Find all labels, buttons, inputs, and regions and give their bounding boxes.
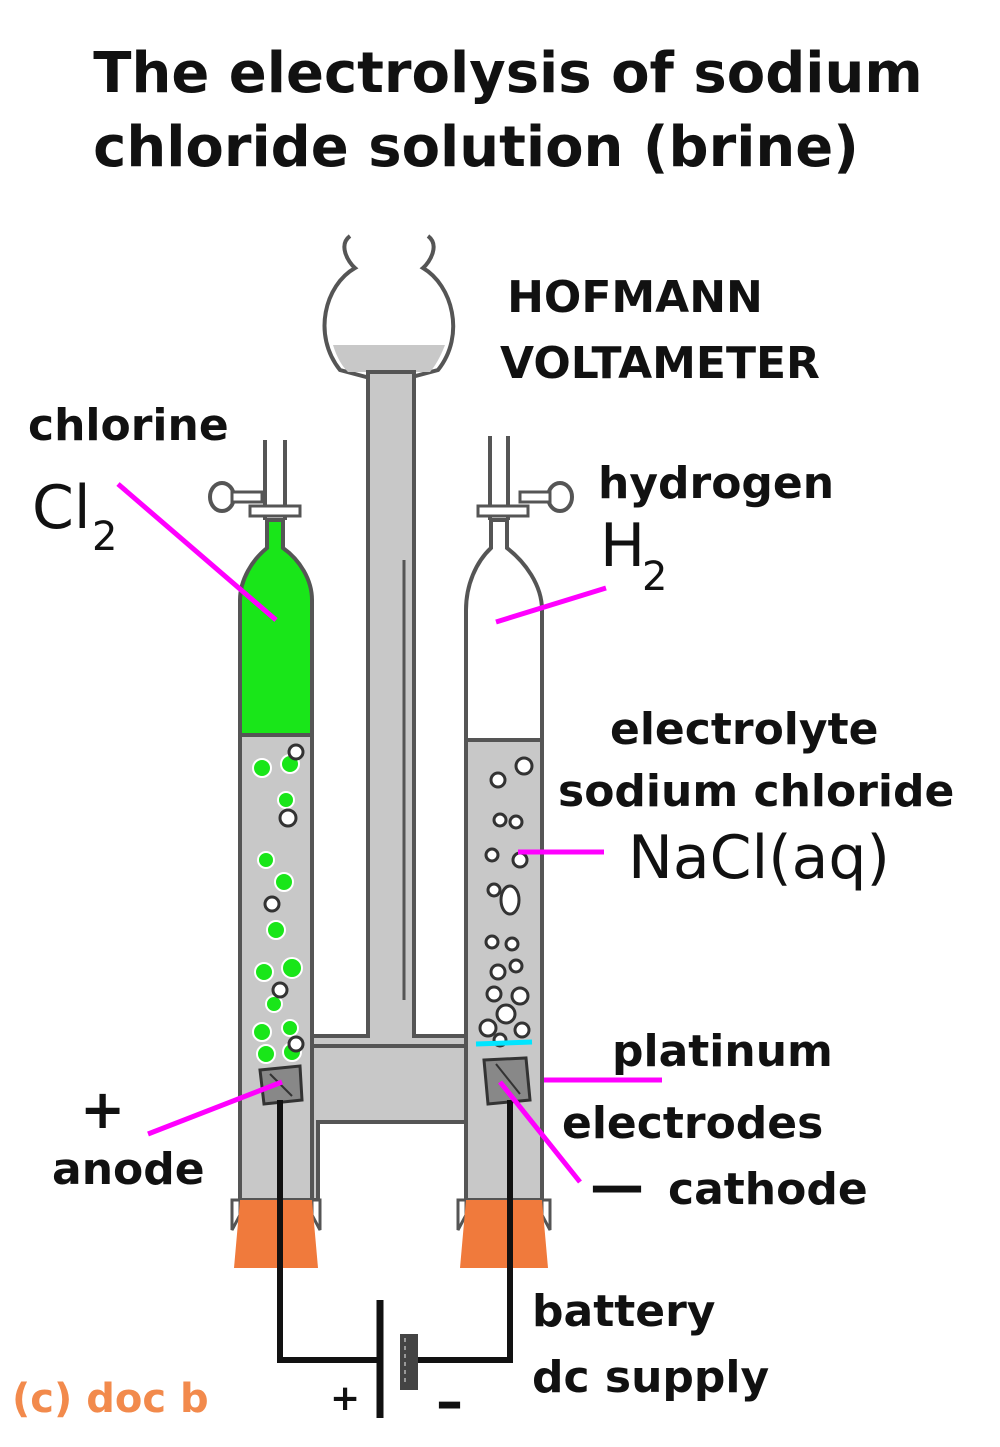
cathode-pointer <box>498 1080 582 1184</box>
hydrogen-pointer <box>495 585 607 625</box>
hydrogen-label: hydrogen <box>598 458 834 509</box>
nacl-formula: NaCl(aq) <box>628 823 890 893</box>
battery-plus-sign: + <box>330 1378 360 1419</box>
dc-supply-label: dc supply <box>532 1352 769 1403</box>
reservoir-bulb <box>322 234 456 380</box>
right-stopcock <box>476 481 574 518</box>
title-line-2: chloride solution (brine) <box>93 115 859 180</box>
left-tube <box>208 440 322 1268</box>
electrodes-label: electrodes <box>562 1098 823 1149</box>
cathode-label: cathode <box>668 1164 868 1215</box>
anode-label: anode <box>52 1144 205 1195</box>
hydrogen-bubbles <box>478 756 534 1048</box>
pointer-lines <box>116 482 662 1184</box>
platinum-label: platinum <box>612 1026 833 1077</box>
chlorine-formula-subscript: 2 <box>92 514 117 560</box>
title-line-1: The electrolysis of sodium <box>93 41 922 106</box>
apparatus-label-line-1: HOFMANN <box>507 272 763 323</box>
sodium-chloride-label: sodium chloride <box>558 766 954 817</box>
chlorine-formula: Cl <box>32 473 91 543</box>
left-stopper <box>234 1200 318 1268</box>
anode-pointer <box>147 1079 283 1137</box>
chlorine-label: chlorine <box>28 400 229 451</box>
copyright-text: (c) doc b <box>12 1376 209 1422</box>
circuit-wires <box>277 1100 513 1363</box>
electrolyte-label: electrolyte <box>610 704 878 755</box>
battery-minus-sign: – <box>436 1370 463 1433</box>
hydrogen-formula-subscript: 2 <box>642 554 667 600</box>
chlorine-pointer <box>116 482 278 622</box>
hydrogen-formula: H <box>600 511 645 581</box>
chlorine-hollow-bubbles <box>263 743 305 1053</box>
cathode-electrode <box>475 1039 533 1106</box>
anode-plus-sign: + <box>80 1078 125 1141</box>
battery-label: battery <box>532 1286 715 1337</box>
cathode-minus-sign: — <box>590 1154 644 1217</box>
battery-cell <box>376 1300 418 1418</box>
left-stopcock <box>208 481 302 518</box>
chlorine-bubbles <box>252 754 303 1064</box>
hydrogen-gas-region <box>464 518 544 742</box>
chlorine-gas-region <box>238 518 314 737</box>
central-column <box>310 370 482 1082</box>
apparatus-label-line-2: VOLTAMETER <box>500 338 820 389</box>
right-stopper <box>460 1200 548 1268</box>
